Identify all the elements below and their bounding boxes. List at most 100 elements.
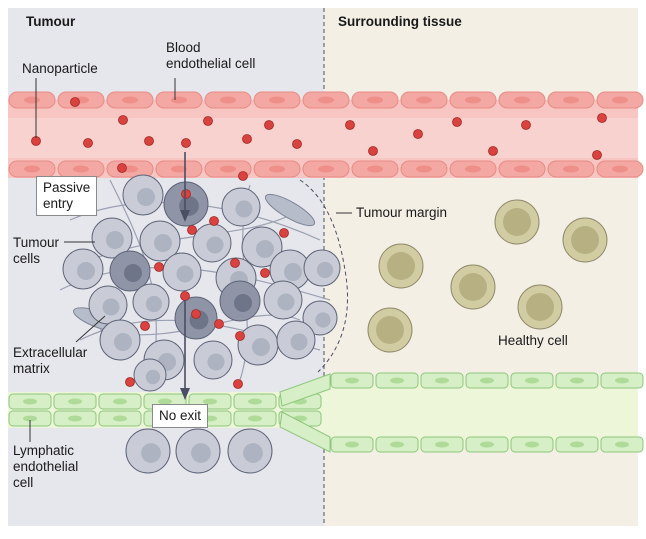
tumour-cell-nucleus xyxy=(145,295,163,313)
lymphatic-endothelial-nucleus xyxy=(113,398,127,405)
passive-entry-box: Passive entry xyxy=(36,176,98,216)
nanoparticle-label: Nanoparticle xyxy=(22,61,98,76)
tumour-cell-nucleus xyxy=(256,240,274,258)
tumour-cell-nucleus xyxy=(207,353,225,371)
nanoparticle xyxy=(203,116,213,126)
blood-endothelial-nucleus xyxy=(514,165,530,173)
lymphatic-endothelial-nucleus xyxy=(390,441,404,448)
nanoparticle xyxy=(279,228,289,238)
nanoparticle xyxy=(242,134,252,144)
lymphatic-endothelial-nucleus xyxy=(113,415,127,422)
nanoparticle xyxy=(191,309,201,319)
blood-endothelial-nucleus xyxy=(465,165,481,173)
tumour-cell-nucleus xyxy=(243,443,263,463)
blood-endothelial-nucleus xyxy=(122,96,138,104)
lymphatic-endothelial-nucleus xyxy=(68,398,82,405)
nanoparticle xyxy=(144,136,154,146)
tumour-cells-cluster xyxy=(62,174,341,392)
lymphatic-endothelial-nucleus xyxy=(435,441,449,448)
nanoparticle xyxy=(118,115,128,125)
tumour-margin-label: Tumour margin xyxy=(356,205,448,220)
blood-endothelial-nucleus xyxy=(416,165,432,173)
no-exit-box: No exit xyxy=(152,404,209,428)
blood-endothelial-nucleus xyxy=(612,96,628,104)
nanoparticle xyxy=(452,117,462,127)
nanoparticle xyxy=(230,258,240,268)
tumour-cell-nucleus xyxy=(315,312,331,328)
nanoparticle xyxy=(233,379,243,389)
lymphatic-endothelial-nucleus xyxy=(345,377,359,384)
tumour-cell-nucleus xyxy=(277,293,295,311)
healthy-cell-label: Healthy cell xyxy=(498,333,568,348)
lymphatic-vessel xyxy=(8,372,644,453)
blood-endothelial-nucleus xyxy=(171,165,187,173)
no-exit-arrow xyxy=(180,300,190,400)
lymphatic-endothelial-nucleus xyxy=(570,441,584,448)
nanoparticle xyxy=(187,225,197,235)
tumour-cells-label: Tumour cells xyxy=(13,235,60,266)
blood-endothelial-nucleus xyxy=(465,96,481,104)
nanoparticle xyxy=(264,120,274,130)
fibroblast xyxy=(264,193,316,227)
lymphatic-endothelial-nucleus xyxy=(23,415,37,422)
lymphatic-endothelial-nucleus xyxy=(480,377,494,384)
lymphatic-endothelial-nucleus xyxy=(570,377,584,384)
lymphatic-endothelial-rows xyxy=(8,372,644,453)
tumour-cell-nucleus xyxy=(284,263,302,281)
lymphatic-endothelial-nucleus xyxy=(525,377,539,384)
passive-entry-arrow xyxy=(180,152,190,222)
blood-endothelial-nucleus xyxy=(514,96,530,104)
nanoparticle xyxy=(413,129,423,139)
tumour-cell-nucleus xyxy=(206,236,224,254)
lymphatic-endothelial-nucleus xyxy=(435,377,449,384)
tumour-cell-nucleus xyxy=(290,333,308,351)
nanoparticle xyxy=(117,163,127,173)
blood-endothelial-nucleus xyxy=(612,165,628,173)
blood-vessel xyxy=(8,91,644,178)
healthy-cell-nucleus xyxy=(503,208,531,236)
nanoparticle xyxy=(238,171,248,181)
tumour-cell-nucleus xyxy=(235,200,253,218)
tumour-cell-nucleus xyxy=(145,369,161,385)
lymphatic-endothelial-nucleus xyxy=(248,398,262,405)
tumour-cell-nucleus xyxy=(316,261,334,279)
lymphatic-endothelial-nucleus xyxy=(345,441,359,448)
lymphatic-endothelial-nucleus xyxy=(248,415,262,422)
blood-endothelial-nucleus xyxy=(367,96,383,104)
blood-endothelial-nucleus xyxy=(171,96,187,104)
nanoparticle xyxy=(235,331,245,341)
healthy-cell-nucleus xyxy=(526,293,554,321)
blood-endothelial-nucleus xyxy=(563,165,579,173)
tumour-cells-below-lymph xyxy=(125,428,273,474)
nanoparticle xyxy=(292,139,302,149)
tumour-cell-nucleus xyxy=(77,262,95,280)
lymphatic-endothelial-nucleus xyxy=(525,441,539,448)
surrounding-tissue-heading: Surrounding tissue xyxy=(338,14,462,29)
nanoparticle xyxy=(521,120,531,130)
lymphatic-endothelial-nucleus xyxy=(23,398,37,405)
nanoparticle xyxy=(597,113,607,123)
nanoparticle xyxy=(488,146,498,156)
healthy-cell-nucleus xyxy=(459,273,487,301)
lymphatic-endothelial-label: Lymphatic endothelial cell xyxy=(13,443,79,490)
nanoparticle xyxy=(368,146,378,156)
tumour-heading: Tumour xyxy=(26,14,76,29)
nanoparticle xyxy=(209,216,219,226)
leader-lines xyxy=(29,78,352,442)
nanoparticle xyxy=(154,262,164,272)
healthy-cell-nucleus xyxy=(376,316,404,344)
lymphatic-endothelial-nucleus xyxy=(203,398,217,405)
lymphatic-endothelial-nucleus xyxy=(68,415,82,422)
nanoparticle xyxy=(180,291,190,301)
blood-endothelial-nucleus xyxy=(220,96,236,104)
tumour-cell-nucleus xyxy=(141,443,161,463)
tumour-cell-nucleus xyxy=(102,298,120,316)
nanoparticle xyxy=(83,138,93,148)
nanoparticle xyxy=(214,319,224,329)
blood-endothelial-nucleus xyxy=(24,165,40,173)
blood-endothelial-nucleus xyxy=(318,165,334,173)
tumour-cell-nucleus xyxy=(234,294,252,312)
nanoparticle xyxy=(140,321,150,331)
tumour-cell-nucleus xyxy=(106,231,124,249)
blood-endothelial-row-bottom xyxy=(8,160,644,178)
